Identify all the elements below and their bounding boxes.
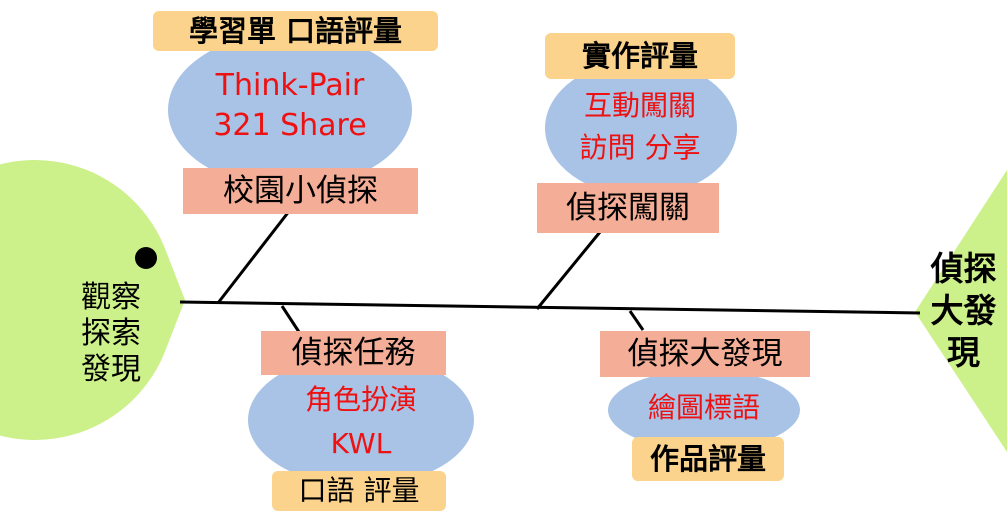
method-label: 角色扮演 KWL xyxy=(270,378,452,466)
assessment-label: 學習單 口語評量 xyxy=(153,11,438,51)
ellipse-bottom-left xyxy=(248,354,474,486)
method-line: 互動闖關 xyxy=(583,89,696,122)
method-line: 321 Share xyxy=(213,108,367,143)
bone-bottom-left xyxy=(280,305,301,333)
topic-label: 偵探大發現 xyxy=(600,331,810,377)
fish-tail xyxy=(915,170,1007,452)
topic-label: 偵探任務 xyxy=(261,331,446,375)
ellipse-top-left xyxy=(168,32,412,188)
head-line: 觀察 xyxy=(81,280,141,315)
tail-line: 現 xyxy=(947,333,980,372)
method-line: 繪圖標語 xyxy=(647,391,760,424)
method-line: Think-Pair xyxy=(215,68,365,103)
ellipse-top-right xyxy=(545,60,737,196)
method-line: KWL xyxy=(330,427,392,460)
method-label: 繪圖標語 xyxy=(616,388,792,428)
bone-bottom-right xyxy=(628,310,645,331)
bone-top-right xyxy=(535,231,602,310)
method-label: Think-Pair 321 Share xyxy=(178,66,402,146)
topic-label: 校園小偵探 xyxy=(183,168,418,214)
method-line: 角色扮演 xyxy=(304,383,417,416)
head-label: 觀察 探索 發現 xyxy=(72,280,150,388)
bone-top-left xyxy=(216,209,292,304)
assessment-label: 作品評量 xyxy=(632,437,784,481)
ellipse-bottom-right xyxy=(608,370,800,450)
spine-line xyxy=(179,300,921,315)
head-line: 發現 xyxy=(81,352,141,387)
assessment-label: 口語 評量 xyxy=(272,471,446,511)
head-line: 探索 xyxy=(81,316,141,351)
tail-label: 偵探 大發 現 xyxy=(920,248,1007,374)
assessment-label: 實作評量 xyxy=(545,33,735,79)
tail-line: 大發 xyxy=(930,291,997,330)
method-label: 互動闖關 訪問 分享 xyxy=(560,85,720,169)
topic-label: 偵探闖關 xyxy=(537,183,719,233)
method-line: 訪問 分享 xyxy=(579,131,701,164)
fish-head xyxy=(0,160,185,440)
tail-line: 偵探 xyxy=(930,249,997,288)
fish-eye xyxy=(135,247,157,269)
